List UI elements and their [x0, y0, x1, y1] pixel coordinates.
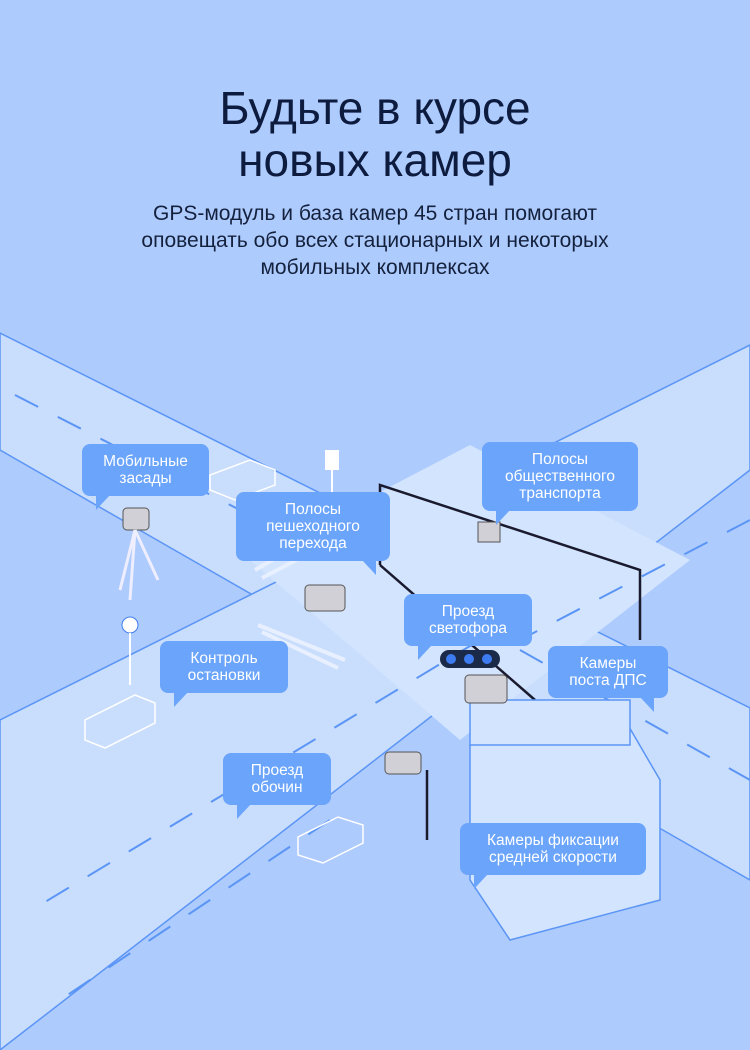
subtitle-line: мобильных комплексах [260, 256, 490, 279]
label-text: Проезд [441, 603, 495, 620]
label-text: засады [119, 470, 172, 487]
camera-icon [464, 674, 508, 704]
label-text: общественного [505, 468, 615, 485]
label-text: Мобильные [103, 453, 188, 470]
camera-icon [304, 584, 346, 612]
cars [84, 459, 364, 864]
label-text: пешеходного [266, 518, 360, 535]
camera-icon [384, 751, 422, 775]
traffic-light-icon [440, 650, 500, 668]
car-icon [84, 694, 156, 749]
label-text: светофора [428, 620, 508, 637]
car-icon [297, 816, 364, 864]
label-text: Полосы [531, 451, 589, 468]
camera-icon [122, 507, 150, 531]
label-text: транспорта [519, 485, 601, 502]
label-text: Камеры фиксации [487, 832, 619, 849]
label-text: Контроль [190, 650, 258, 667]
label-text: обочин [251, 779, 303, 796]
camera-icon [477, 521, 501, 543]
title-line: Будьте в курсе [219, 82, 531, 134]
car-icon [209, 459, 276, 501]
building [469, 699, 661, 941]
subtitle-line: GPS-модуль и база камер 45 стран помогаю… [152, 202, 598, 225]
label-text: средней скорости [489, 849, 617, 866]
label-text: Полосы [284, 501, 342, 518]
road-signs [121, 450, 339, 685]
title-line: новых камер [238, 134, 512, 186]
label-text: Камеры [579, 655, 637, 672]
subtitle: GPS-модуль и база камер 45 стран помогаю… [0, 200, 750, 281]
label-text: Проезд [250, 762, 304, 779]
label-text: перехода [279, 535, 347, 552]
label-text: остановки [187, 667, 261, 684]
page-title: Будьте в курсе новых камер [0, 82, 750, 186]
subtitle-line: оповещать обо всех стационарных и некото… [141, 229, 609, 252]
cameras [122, 507, 508, 775]
label-text: поста ДПС [569, 672, 647, 689]
tripod [118, 529, 160, 601]
